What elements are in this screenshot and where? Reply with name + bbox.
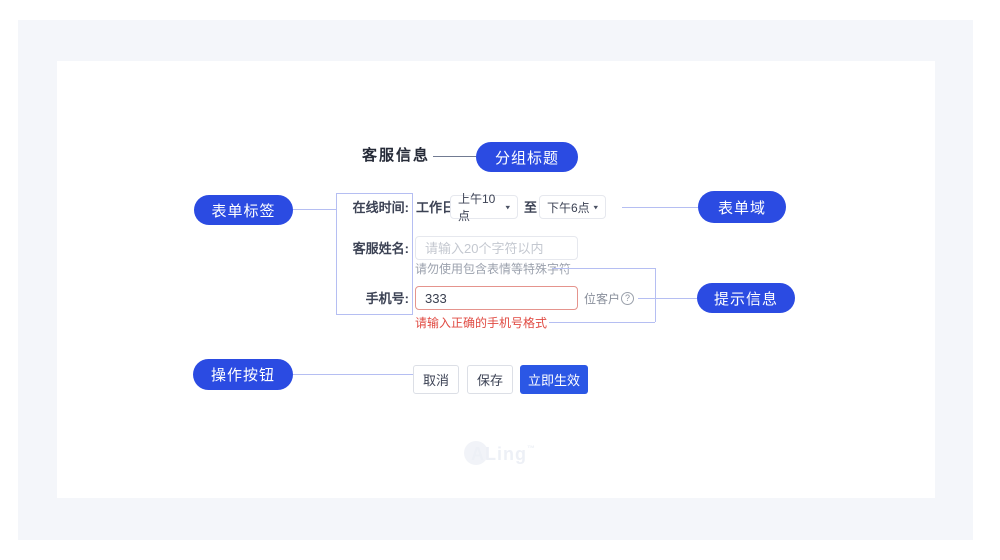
phone-error-text: 请输入正确的手机号格式 bbox=[415, 316, 548, 330]
annotation-group-title: 分组标题 bbox=[476, 142, 578, 172]
trademark-icon: ™ bbox=[527, 444, 536, 453]
connector-title bbox=[433, 156, 476, 157]
chevron-down-icon: ▾ bbox=[593, 202, 598, 211]
cancel-button[interactable]: 取消 bbox=[413, 365, 459, 394]
question-circle-icon[interactable]: ? bbox=[621, 292, 634, 305]
chevron-down-icon: ▾ bbox=[505, 202, 510, 211]
apply-button[interactable]: 立即生效 bbox=[520, 365, 588, 394]
bracket-vertical-line bbox=[655, 268, 656, 322]
form-card bbox=[57, 61, 935, 498]
watermark-text: ALing bbox=[471, 444, 527, 464]
workday-text: 工作日 bbox=[416, 200, 456, 215]
annotation-form-label: 表单标签 bbox=[194, 195, 293, 225]
end-time-select[interactable]: 下午6点 ▾ bbox=[539, 195, 606, 219]
annotation-form-field: 表单域 bbox=[698, 191, 786, 223]
phone-input[interactable] bbox=[415, 286, 578, 310]
section-title: 客服信息 bbox=[362, 147, 431, 164]
annotation-hint-info: 提示信息 bbox=[697, 283, 795, 313]
end-time-value: 下午6点 bbox=[547, 200, 590, 215]
connector-form-field bbox=[622, 207, 698, 208]
watermark-logo: ALing™ bbox=[471, 444, 536, 465]
phone-label: 手机号: bbox=[365, 291, 409, 306]
phone-suffix: 位客户 bbox=[584, 292, 621, 306]
connector-action-buttons bbox=[293, 374, 413, 375]
connector-form-label bbox=[293, 209, 336, 210]
bracket-bottom-line bbox=[549, 322, 655, 323]
start-time-select[interactable]: 上午10点 ▾ bbox=[450, 192, 518, 223]
agent-name-hint: 请勿使用包含表情等特殊字符 bbox=[415, 262, 572, 276]
watermark-circle bbox=[464, 441, 488, 465]
agent-name-label: 客服姓名: bbox=[352, 241, 409, 256]
connector-hint-info bbox=[638, 298, 697, 299]
annotation-action-buttons: 操作按钮 bbox=[193, 359, 293, 390]
agent-name-input[interactable] bbox=[415, 236, 578, 260]
form-label-bracket-box bbox=[336, 193, 413, 315]
time-separator: 至 bbox=[524, 200, 538, 215]
online-time-label: 在线时间: bbox=[352, 200, 409, 215]
start-time-value: 上午10点 bbox=[458, 192, 496, 223]
save-button[interactable]: 保存 bbox=[467, 365, 513, 394]
bracket-top-line bbox=[552, 268, 655, 269]
